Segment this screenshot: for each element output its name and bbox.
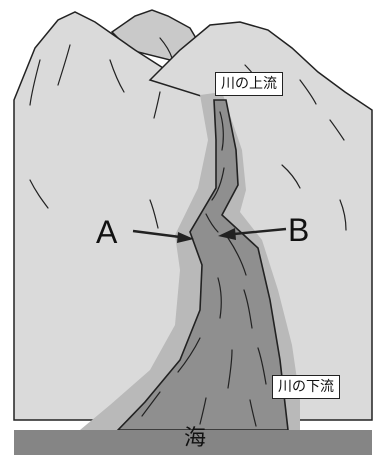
river-current-lines — [141, 111, 267, 427]
arrow-b-shaft — [233, 227, 287, 236]
arrow-a-shaft — [132, 229, 181, 239]
mountain-ridge-lines — [29, 37, 347, 231]
point-b-label: B — [288, 212, 310, 248]
point-a-label: A — [96, 214, 118, 250]
far-mountain — [110, 9, 202, 61]
sea-label: 海 — [184, 426, 207, 451]
upstream-label: 川の上流 — [215, 72, 283, 96]
arrow-b-head — [218, 228, 236, 240]
sea-band — [14, 430, 372, 455]
arrow-a-head — [177, 232, 194, 243]
downstream-label: 川の下流 — [272, 375, 340, 399]
arrows — [132, 227, 287, 243]
